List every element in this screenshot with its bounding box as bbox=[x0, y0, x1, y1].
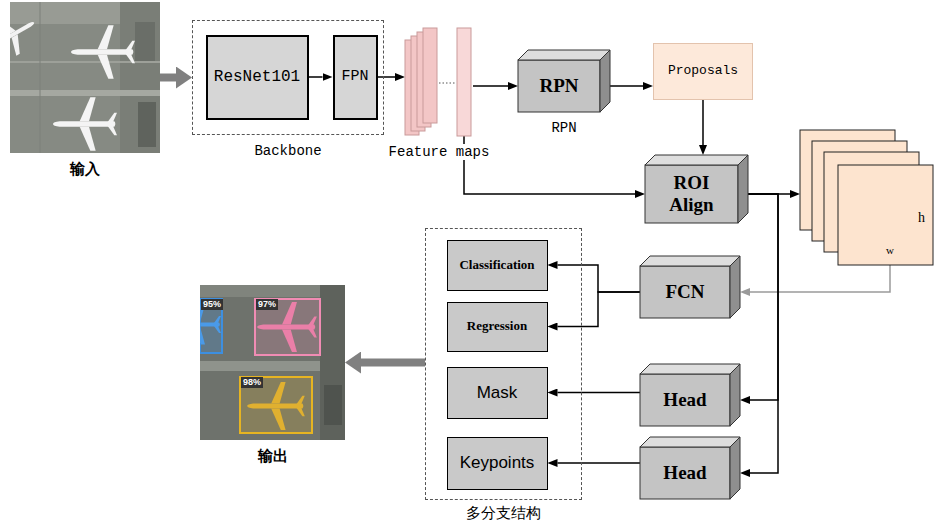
arrow-connector bbox=[702, 100, 704, 145]
fcn-block: FCN bbox=[640, 256, 740, 318]
output-box: Regression bbox=[447, 302, 548, 352]
head-block: Head bbox=[640, 364, 740, 426]
confidence-score: 97% bbox=[256, 299, 278, 310]
multi-branch-group: 多分支结构ClassificationRegressionMaskKeypoin… bbox=[425, 228, 582, 500]
feature-map-stack bbox=[405, 28, 473, 136]
arrow-connector bbox=[558, 392, 641, 394]
arrow-connector bbox=[309, 76, 323, 78]
node-label: Head bbox=[663, 389, 706, 411]
input-aerial-image bbox=[10, 2, 160, 153]
process-box: FPN bbox=[333, 35, 378, 120]
node-label: Mask bbox=[477, 383, 518, 403]
rpn-block: RPNRPN bbox=[518, 50, 610, 112]
caption-label: Feature maps bbox=[387, 144, 492, 160]
arrow-connector bbox=[361, 359, 425, 367]
output-box: Keypoints bbox=[447, 437, 548, 490]
arrow-connector bbox=[473, 85, 508, 87]
output-box: Classification bbox=[447, 240, 548, 291]
node-label: RPN bbox=[539, 75, 578, 97]
node-label: Classification bbox=[459, 258, 534, 273]
feature-maps: Feature maps bbox=[405, 28, 473, 136]
caption-label: 输出 bbox=[256, 448, 290, 465]
backbone-group: BackboneResNet101FPN bbox=[192, 20, 384, 135]
node-label: Head bbox=[663, 462, 706, 484]
arrow-connector bbox=[748, 194, 778, 400]
roi-feature-stack: hw bbox=[800, 130, 933, 265]
arrow-connector bbox=[750, 265, 890, 292]
arrow-connector bbox=[160, 74, 176, 82]
output-box: Mask bbox=[447, 367, 548, 419]
input-image: 输入 bbox=[10, 2, 160, 153]
node-label: FCN bbox=[665, 281, 704, 303]
confidence-score: 98% bbox=[241, 377, 263, 388]
confidence-score: 95% bbox=[201, 299, 223, 310]
node-label: Keypoints bbox=[460, 453, 535, 473]
arrow-connector bbox=[558, 292, 641, 327]
arrow-connector bbox=[378, 76, 396, 78]
process-box: ResNet101 bbox=[206, 35, 309, 120]
caption-label: 多分支结构 bbox=[464, 505, 543, 522]
node-label: Regression bbox=[467, 319, 527, 334]
caption-label: 输入 bbox=[68, 161, 102, 178]
node-label: FPN bbox=[341, 68, 368, 85]
node-label: ROI Align bbox=[669, 172, 713, 216]
arrow-connector bbox=[558, 462, 641, 464]
arrow-connector bbox=[610, 85, 643, 87]
roi-feature-stack-shape bbox=[800, 130, 933, 265]
proposals-box: Proposals bbox=[653, 43, 753, 100]
node-label: w bbox=[886, 244, 894, 257]
node-label: h bbox=[918, 210, 925, 226]
node-label: Proposals bbox=[668, 64, 738, 79]
arrow-connector bbox=[558, 265, 641, 292]
caption-label: Backbone bbox=[252, 143, 323, 159]
arrow-connector bbox=[748, 194, 778, 473]
node-label: ResNet101 bbox=[214, 68, 300, 86]
head-block: Head bbox=[640, 437, 740, 499]
caption-label: RPN bbox=[549, 120, 578, 136]
roi-align-block: ROI Align bbox=[645, 155, 748, 223]
